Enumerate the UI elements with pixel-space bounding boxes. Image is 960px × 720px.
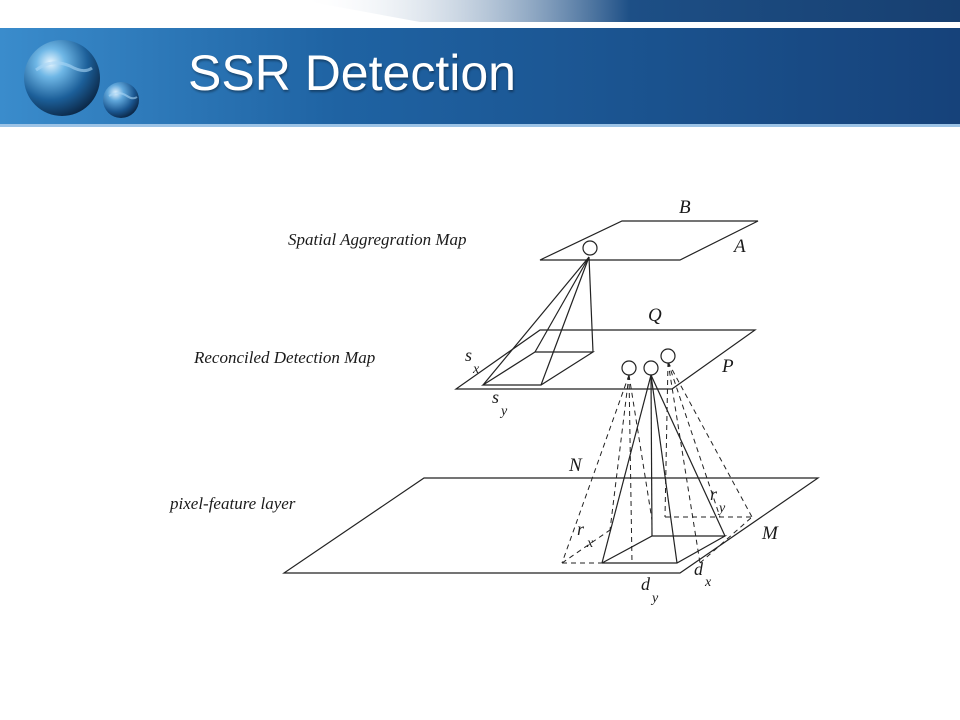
edge-label-m: M: [761, 523, 779, 544]
detection-node-center: [643, 360, 659, 376]
pixel-feature-label: pixel-feature layer: [169, 494, 296, 513]
header-band: [0, 28, 960, 124]
svg-text:d: d: [641, 574, 651, 594]
svg-text:x: x: [704, 575, 712, 590]
slide-title: SSR Detection: [188, 45, 516, 101]
svg-text:s: s: [465, 345, 472, 365]
symbol-rx: r x: [577, 519, 594, 551]
svg-text:y: y: [650, 591, 659, 606]
header-banner: [0, 0, 960, 127]
symbol-sx: s x: [465, 345, 480, 377]
reconciled-detection-label: Reconciled Detection Map: [193, 348, 375, 367]
spatial-aggregation-plane: [539, 220, 759, 261]
receptive-field-lines: [561, 361, 753, 564]
svg-text:x: x: [472, 362, 480, 377]
upper-pyramid: [480, 256, 596, 386]
aggregation-node: [582, 240, 598, 256]
pixel-feature-plane: [282, 477, 820, 574]
svg-text:x: x: [586, 536, 594, 551]
lower-pyramid: [601, 374, 728, 564]
small-orb-icon: [103, 82, 139, 118]
svg-text:s: s: [492, 387, 499, 407]
header-underline: [0, 124, 960, 127]
detection-node-right: [660, 348, 676, 364]
symbol-sy: s y: [492, 387, 508, 419]
large-orb-icon: [24, 40, 100, 116]
edge-label-b: B: [679, 197, 691, 218]
svg-text:y: y: [499, 404, 508, 419]
reconciled-detection-plane: [454, 329, 757, 390]
edge-label-a: A: [732, 236, 746, 257]
header-top-stripe: [300, 0, 960, 22]
symbol-dy: d y: [641, 574, 659, 606]
svg-text:y: y: [717, 501, 726, 516]
detection-node-left: [621, 360, 637, 376]
symbol-dx: d x: [694, 559, 712, 590]
svg-text:r: r: [710, 484, 718, 504]
svg-text:d: d: [694, 559, 704, 579]
symbol-ry: r y: [710, 484, 726, 516]
edge-label-p: P: [721, 356, 734, 377]
edge-label-n: N: [568, 455, 583, 476]
svg-text:r: r: [577, 519, 585, 539]
slide-header: SSR Detection: [0, 0, 960, 132]
spatial-aggregation-label: Spatial Aggregration Map: [288, 230, 467, 249]
edge-label-q: Q: [648, 305, 662, 326]
